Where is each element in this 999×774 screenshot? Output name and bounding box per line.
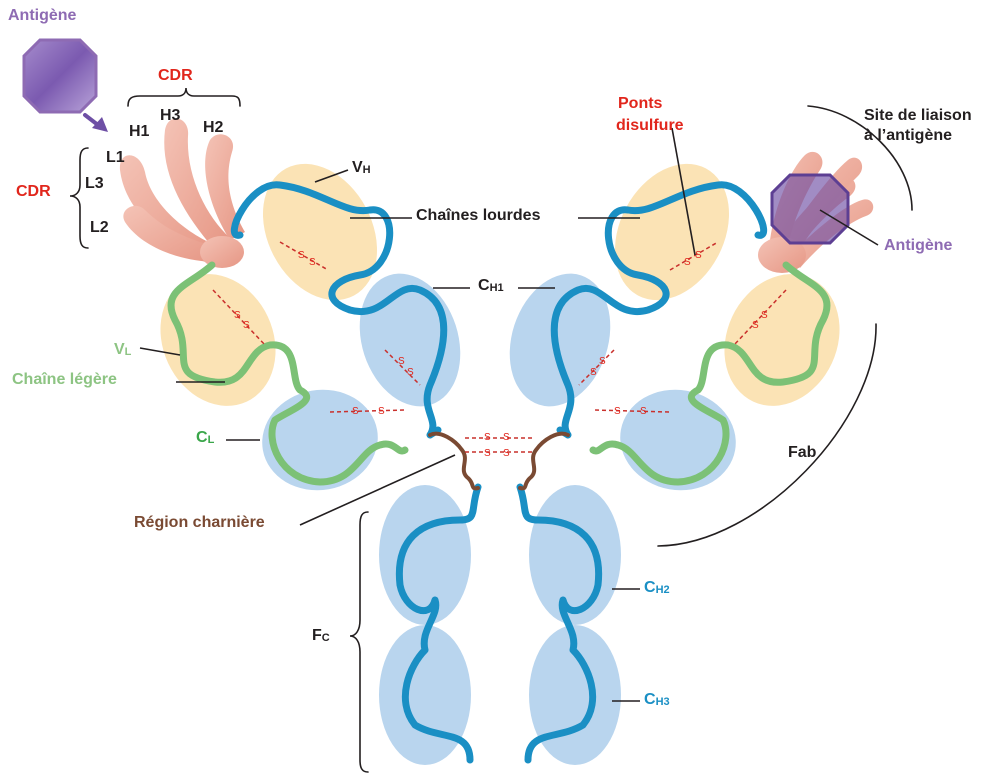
disulfide-label-line2: disulfure (616, 118, 684, 134)
s-glyph: S (761, 310, 768, 321)
fc-sub: C (322, 632, 330, 644)
light-chain-label: Chaîne légère (12, 372, 117, 388)
s-glyph: S (298, 250, 305, 261)
antigen-label-top: Antigène (8, 8, 76, 24)
antigen-free-octagon (24, 40, 96, 112)
l2-label: L2 (90, 220, 109, 236)
s-glyph: S (599, 356, 606, 367)
ch2-right-domain (529, 485, 621, 625)
disulfide-label-line1: Ponts (618, 96, 662, 112)
h1-label: H1 (129, 124, 149, 140)
cdr-left-brace (70, 148, 88, 248)
ch1-main: C (478, 277, 490, 294)
vh-label: VH (352, 160, 371, 176)
h3-label: H3 (160, 108, 180, 124)
antigen-bound-octagon (772, 175, 848, 243)
vh-main: V (352, 159, 363, 176)
heavy-chains-label: Chaînes lourdes (416, 208, 540, 224)
h2-label: H2 (203, 120, 223, 136)
vh-right-domain (592, 144, 751, 320)
s-glyph: S (484, 432, 491, 443)
ch2-main: C (644, 579, 656, 596)
vl-sub: L (125, 346, 132, 358)
cdr-label-top: CDR (158, 68, 193, 84)
s-glyph: S (243, 320, 250, 331)
vl-label: VL (114, 342, 131, 358)
l3-label: L3 (85, 176, 104, 192)
fab-label: Fab (788, 445, 816, 461)
vh-sub: H (363, 164, 371, 176)
vl-left-domain (139, 255, 296, 425)
ch2-label: CH2 (644, 580, 670, 596)
cl-sub: L (208, 434, 215, 446)
ch1-label: CH1 (478, 278, 504, 294)
s-glyph: S (590, 367, 597, 378)
cl-main: C (196, 429, 208, 446)
ch2-sub: H2 (656, 584, 670, 596)
fc-brace (350, 512, 368, 772)
ch1-sub: H1 (490, 282, 504, 294)
cdr-top-brace (128, 88, 240, 106)
s-glyph: S (684, 257, 691, 268)
s-glyph: S (503, 432, 510, 443)
fc-main: F (312, 627, 322, 644)
s-glyph: S (309, 257, 316, 268)
s-glyph: S (503, 448, 510, 459)
antigen-label-right: Antigène (884, 238, 952, 254)
ch1-right-domain (493, 260, 626, 419)
binding-site-label-line1: Site de liaison (864, 108, 972, 124)
hinge-region-lines (430, 434, 568, 489)
s-glyph: S (407, 367, 414, 378)
s-glyph: S (695, 250, 702, 261)
fc-label: FC (312, 628, 330, 644)
s-glyph: S (614, 406, 621, 417)
ch3-sub: H3 (656, 696, 670, 708)
s-glyph: S (398, 356, 405, 367)
vl-main: V (114, 341, 125, 358)
ch3-label: CH3 (644, 692, 670, 708)
l1-label: L1 (106, 150, 125, 166)
s-glyph: S (752, 320, 759, 331)
ch2-left-domain (379, 485, 471, 625)
hypervariable-loops-left (120, 119, 245, 268)
s-glyph: S (378, 406, 385, 417)
vl-right-domain (703, 255, 860, 425)
cl-label: CL (196, 430, 214, 446)
cdr-label-left: CDR (16, 184, 51, 200)
hinge-region-label: Région charnière (134, 515, 265, 531)
ch3-main: C (644, 691, 656, 708)
s-glyph: S (640, 406, 647, 417)
antigen-arrow (85, 115, 108, 132)
s-glyph: S (352, 406, 359, 417)
s-glyph: S (484, 448, 491, 459)
binding-site-label-line2: à l’antigène (864, 128, 952, 144)
s-glyph: S (234, 310, 241, 321)
